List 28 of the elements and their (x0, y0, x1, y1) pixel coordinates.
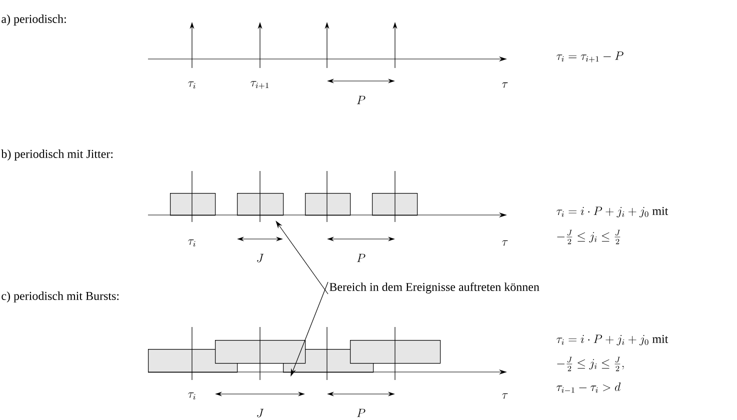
axis-label: $P$ (356, 254, 366, 262)
formula: $\tau_{i-1} - \tau_i > d$ (556, 382, 621, 393)
section-label: b) periodisch mit Jitter: (1, 150, 113, 160)
axis-label: $\tau$ (502, 393, 508, 399)
axis-label: $\tau_i$ (188, 82, 196, 89)
axis-label: $\tau_{i+1}$ (250, 81, 268, 89)
event-range-box (215, 340, 306, 364)
event-range-box (350, 340, 441, 364)
formula: $-\frac{J}{2} \le j_i \le \frac{J}{2}$ (557, 230, 620, 244)
axis-label: $\tau$ (502, 82, 508, 88)
formula: $\tau_i = i \cdot P + j_i + j_0\ \mathrm{mit}$ (556, 206, 668, 218)
event-range-box (305, 193, 351, 216)
axis-label: $\tau$ (502, 240, 508, 246)
axis-label: $J$ (257, 254, 264, 262)
section-label: a) periodisch: (2, 14, 66, 26)
axis-label: $P$ (356, 408, 366, 418)
formula: $-\frac{J}{2} \le j_i \le \frac{J}{2},$ (557, 356, 624, 372)
formula: $\tau_i = i \cdot P + j_i + j_0\ \mathrm{mit}$ (556, 334, 668, 346)
event-range-box (372, 193, 418, 216)
axis-label: $P$ (356, 96, 366, 104)
callout-text: Bereich in dem Ereignisse auftreten können (330, 282, 540, 294)
axis-label: $\tau_i$ (188, 392, 196, 400)
axis-label: $\tau_i$ (188, 240, 196, 247)
formula: $\tau_i = \tau_{i+1} - P$ (556, 52, 624, 62)
section-label: c) periodisch mit Bursts: (2, 292, 119, 302)
event-range-box (170, 193, 216, 216)
axis-label: $J$ (257, 408, 264, 418)
event-range-box (237, 193, 284, 216)
